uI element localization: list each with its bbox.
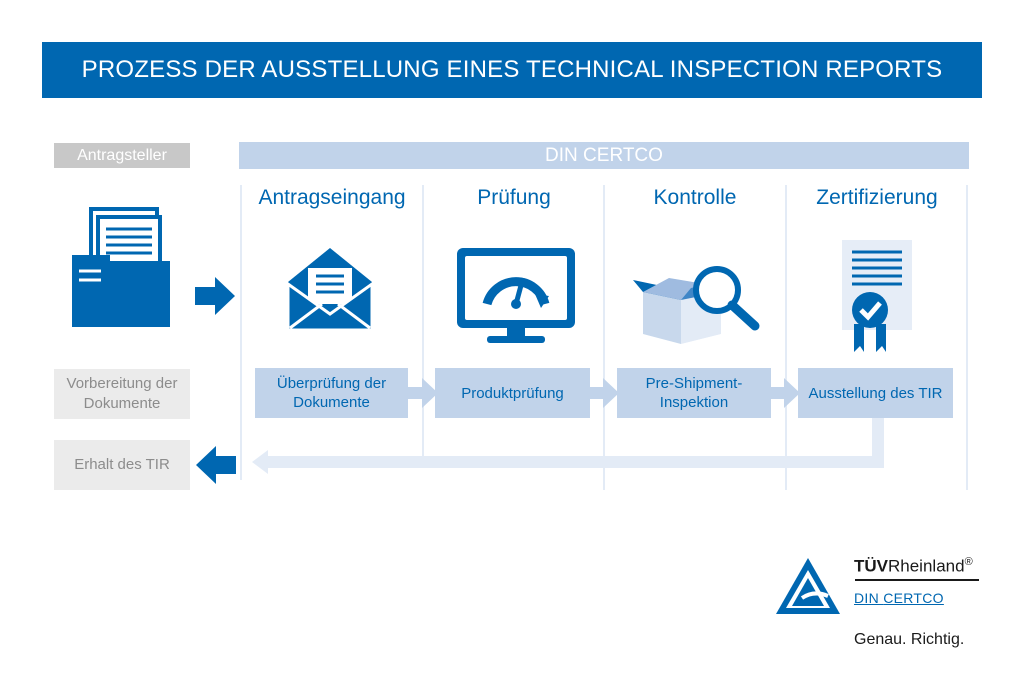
applicant-label: Antragsteller (54, 143, 190, 168)
back-arrow-icon (196, 446, 236, 484)
process-arrow-icon (770, 378, 800, 408)
step-box-pre-shipment: Pre-Shipment-Inspektion (617, 368, 771, 418)
column-divider (785, 185, 787, 490)
din-certco-wordmark: DIN CERTCO (854, 590, 944, 606)
logo-divider (855, 579, 979, 581)
tuv-rheinland-wordmark: TÜVRheinland® (854, 556, 973, 577)
tuv-bold-text: TÜV (854, 556, 888, 576)
column-divider (240, 185, 242, 480)
receive-tir-box: Erhalt des TIR (54, 440, 190, 490)
certificate-icon (842, 240, 912, 352)
din-text: DIN (854, 590, 880, 606)
column-divider (422, 185, 424, 465)
page-title: PROZESS DER AUSSTELLUNG EINES TECHNICAL … (42, 42, 982, 98)
process-arrow-icon (589, 378, 619, 408)
step-box-product-test: Produktprüfung (435, 368, 590, 418)
rheinland-text: Rheinland (888, 556, 965, 576)
forward-arrow-icon (195, 277, 235, 315)
step-title-control: Kontrolle (653, 186, 737, 209)
step-box-issue-tir: Ausstellung des TIR (798, 368, 953, 418)
slogan: Genau. Richtig. (854, 631, 965, 648)
registered-mark: ® (964, 556, 973, 568)
step-box-document-check: Überprüfung der Dokumente (255, 368, 408, 418)
step-title-testing: Prüfung (477, 186, 551, 209)
column-divider (603, 185, 605, 490)
organization-bar: DIN CERTCO (239, 142, 969, 169)
step-title-application: Antragseingang (258, 186, 406, 209)
process-arrow-icon (408, 378, 438, 408)
column-divider (966, 185, 968, 490)
return-arrow-icon (252, 418, 884, 474)
certco-text: CERTCO (883, 590, 944, 606)
tuv-triangle-logo (776, 558, 840, 614)
envelope-icon (286, 248, 374, 332)
folder-documents-icon (72, 207, 170, 327)
step-title-certification: Zertifizierung (816, 186, 938, 209)
box-magnifier-icon (633, 266, 760, 344)
prepare-documents-box: Vorbereitung der Dokumente (54, 369, 190, 419)
monitor-gauge-icon (457, 248, 575, 343)
